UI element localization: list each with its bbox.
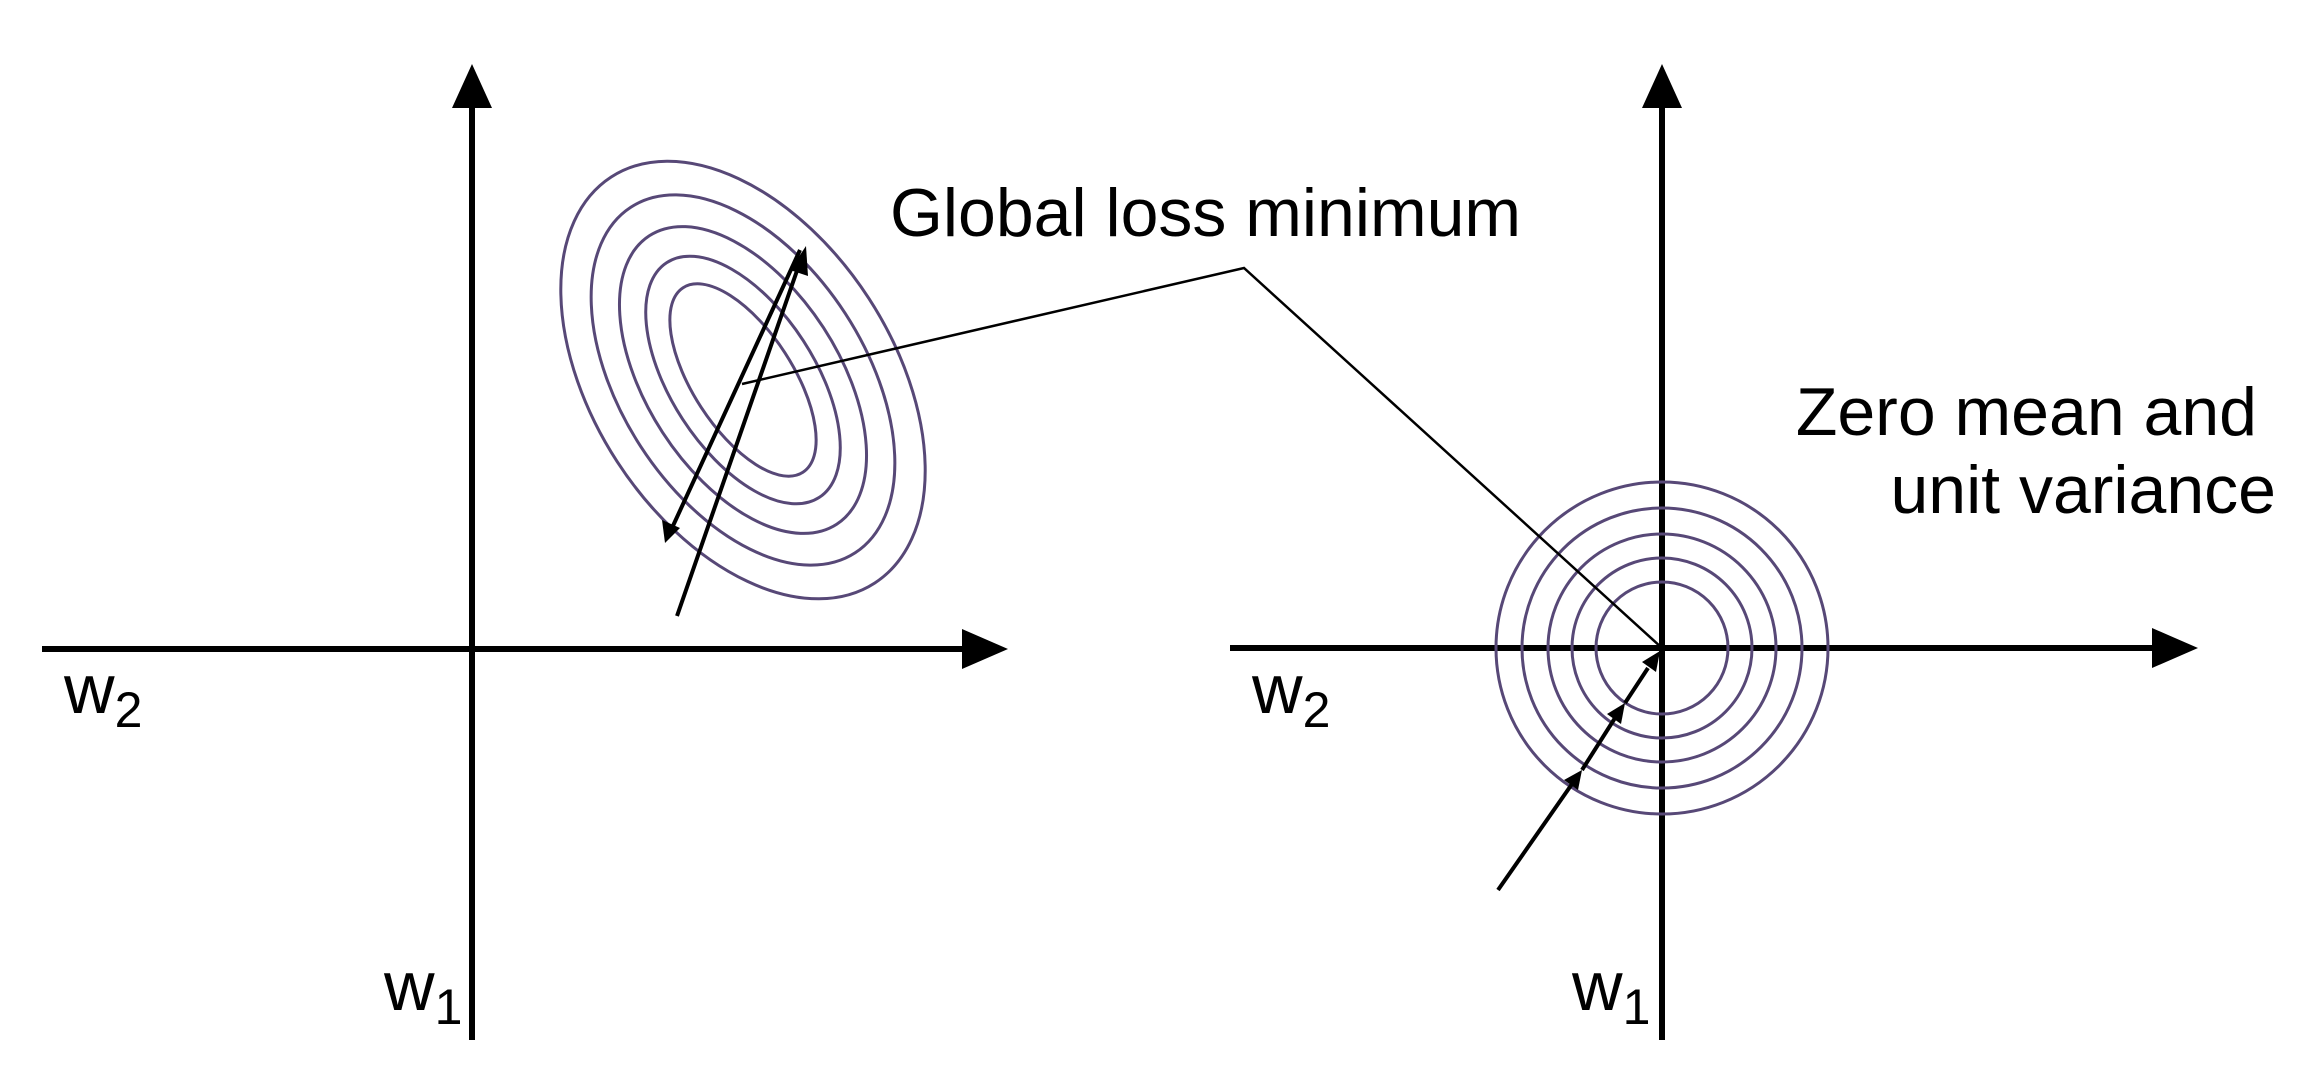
right-contour-ring — [1494, 480, 1830, 816]
left-contour-ring — [617, 225, 869, 535]
right-contours — [1494, 480, 1830, 816]
left-contour-ring — [668, 282, 818, 478]
right-gradient-path — [1496, 651, 1660, 892]
standardized-note: Zero mean and unit variance — [1796, 374, 2276, 528]
right-contour-ring — [1520, 506, 1804, 790]
left-x-axis-label: w2 — [63, 650, 142, 738]
left-step-up — [675, 261, 802, 617]
left-contours — [559, 159, 927, 601]
global-min-callout: Global loss minimum — [741, 175, 1663, 649]
right-step-3-arrowhead — [1642, 651, 1660, 672]
left-contour-ring — [644, 254, 842, 506]
right-contour-ring — [1594, 580, 1730, 716]
global-min-leader-line — [741, 266, 1663, 649]
left-y-axis-arrowhead — [452, 64, 492, 108]
right-panel: w2 w1 — [1230, 64, 2198, 1040]
right-contour-ring — [1570, 556, 1754, 740]
global-min-label: Global loss minimum — [890, 175, 1521, 251]
right-step-1 — [1496, 782, 1574, 892]
standardized-line2: unit variance — [1890, 452, 2276, 528]
right-step-1-arrowhead — [1564, 770, 1582, 790]
left-contour-ring — [589, 193, 897, 567]
left-step-down-arrowhead — [662, 520, 680, 543]
right-step-3 — [1623, 666, 1650, 705]
right-x-axis-arrowhead — [2152, 628, 2198, 668]
left-gradient-path — [662, 246, 808, 617]
left-step-up-arrowhead — [790, 246, 808, 276]
standardized-line1: Zero mean and — [1796, 374, 2257, 450]
left-contour-ring — [559, 159, 927, 601]
right-y-axis-label: w1 — [1571, 947, 1650, 1035]
right-y-axis-arrowhead — [1642, 64, 1682, 108]
left-panel: w2 w1 — [42, 64, 1008, 1040]
left-step-down — [670, 249, 802, 529]
right-step-2 — [1580, 716, 1617, 772]
right-x-axis-label: w2 — [1251, 650, 1330, 738]
left-x-axis-arrowhead — [962, 629, 1008, 669]
right-step-2-arrowhead — [1607, 703, 1625, 724]
right-contour-ring — [1546, 532, 1778, 764]
left-y-axis-label: w1 — [383, 947, 462, 1035]
